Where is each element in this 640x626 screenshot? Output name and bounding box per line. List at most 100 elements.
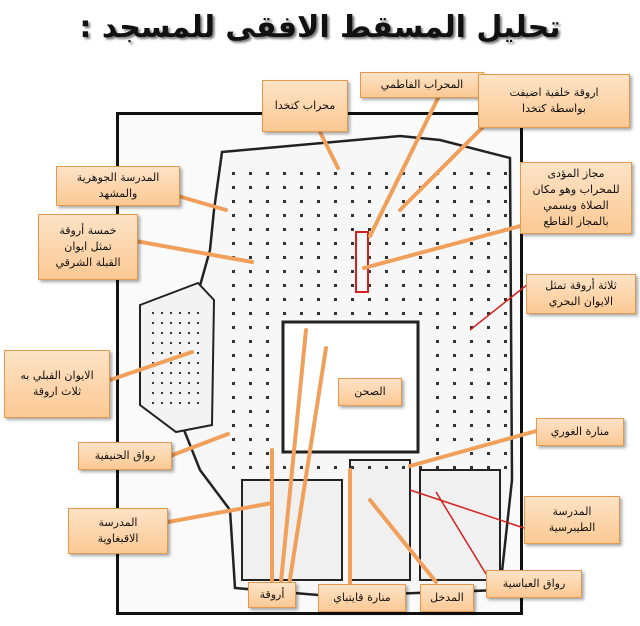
label-qaytbay-minaret: منارة قايتباي — [318, 584, 406, 612]
column-dot — [487, 298, 490, 301]
column-dot — [266, 340, 269, 343]
column-dot — [232, 368, 235, 371]
page-title: تحليل المسقط الافقى للمسجد : — [79, 10, 561, 45]
column-dot — [334, 214, 337, 217]
column-dot — [170, 332, 172, 334]
column-dot — [197, 362, 199, 364]
column-dot — [453, 228, 456, 231]
column-dot — [470, 424, 473, 427]
column-dot — [249, 298, 252, 301]
column-dot — [161, 342, 163, 344]
column-dot — [249, 312, 252, 315]
column-dot — [161, 402, 163, 404]
column-dot — [385, 186, 388, 189]
column-dot — [300, 228, 303, 231]
column-dot — [188, 392, 190, 394]
column-dot — [436, 284, 439, 287]
column-dot — [300, 312, 303, 315]
column-dot — [436, 200, 439, 203]
column-dot — [453, 284, 456, 287]
column-dot — [385, 298, 388, 301]
column-dot — [266, 214, 269, 217]
label-qibli-iwan: الايوان القبلي به ثلاث اروقة — [4, 350, 110, 418]
central-aisle-marker — [355, 231, 369, 293]
label-taybarsiya: المدرسة الطيبرسية — [524, 496, 620, 544]
column-dot — [232, 326, 235, 329]
column-dot — [232, 284, 235, 287]
column-dot — [436, 228, 439, 231]
column-dot — [385, 270, 388, 273]
column-dot — [283, 242, 286, 245]
column-dot — [334, 298, 337, 301]
column-dot — [453, 438, 456, 441]
column-dot — [317, 466, 320, 469]
column-dot — [351, 284, 354, 287]
column-dot — [197, 402, 199, 404]
column-dot — [368, 242, 371, 245]
column-dot — [487, 396, 490, 399]
label-mihrab-katkhuda: محراب كتخدا — [262, 80, 348, 132]
column-dot — [317, 242, 320, 245]
column-dot — [419, 256, 422, 259]
column-dot — [179, 392, 181, 394]
column-dot — [152, 382, 154, 384]
column-dot — [232, 228, 235, 231]
column-dot — [188, 342, 190, 344]
column-dot — [266, 382, 269, 385]
column-dot — [197, 312, 199, 314]
column-dot — [188, 382, 190, 384]
column-dot — [453, 214, 456, 217]
column-dot — [188, 322, 190, 324]
column-dot — [504, 214, 507, 217]
column-grid — [152, 172, 507, 469]
column-dot — [436, 256, 439, 259]
column-dot — [188, 402, 190, 404]
column-dot — [470, 466, 473, 469]
column-dot — [317, 172, 320, 175]
column-dot — [487, 424, 490, 427]
column-dot — [249, 228, 252, 231]
column-dot — [232, 452, 235, 455]
column-dot — [402, 200, 405, 203]
column-dot — [161, 332, 163, 334]
column-dot — [317, 200, 320, 203]
column-dot — [232, 270, 235, 273]
column-dot — [487, 382, 490, 385]
column-dot — [232, 200, 235, 203]
column-dot — [487, 228, 490, 231]
column-dot — [152, 342, 154, 344]
column-dot — [385, 172, 388, 175]
column-dot — [504, 354, 507, 357]
column-dot — [197, 332, 199, 334]
column-dot — [179, 382, 181, 384]
column-dot — [402, 312, 405, 315]
column-dot — [249, 256, 252, 259]
column-dot — [249, 326, 252, 329]
column-dot — [419, 172, 422, 175]
column-dot — [419, 312, 422, 315]
column-dot — [283, 298, 286, 301]
column-dot — [453, 368, 456, 371]
column-dot — [249, 172, 252, 175]
column-dot — [266, 438, 269, 441]
column-dot — [453, 410, 456, 413]
column-dot — [504, 312, 507, 315]
label-back-arcades: اروقة خلفية اضيفت بواسطة كتخدا — [478, 74, 630, 128]
column-dot — [402, 466, 405, 469]
column-dot — [470, 186, 473, 189]
column-dot — [351, 256, 354, 259]
column-dot — [249, 466, 252, 469]
column-dot — [419, 242, 422, 245]
column-dot — [436, 382, 439, 385]
column-dot — [266, 354, 269, 357]
label-mihrab-fatimi: المحراب الفاطمي — [360, 72, 484, 98]
column-dot — [436, 396, 439, 399]
column-dot — [300, 214, 303, 217]
column-dot — [283, 256, 286, 259]
column-dot — [249, 340, 252, 343]
column-dot — [170, 312, 172, 314]
column-dot — [504, 410, 507, 413]
column-dot — [487, 340, 490, 343]
column-dot — [283, 186, 286, 189]
